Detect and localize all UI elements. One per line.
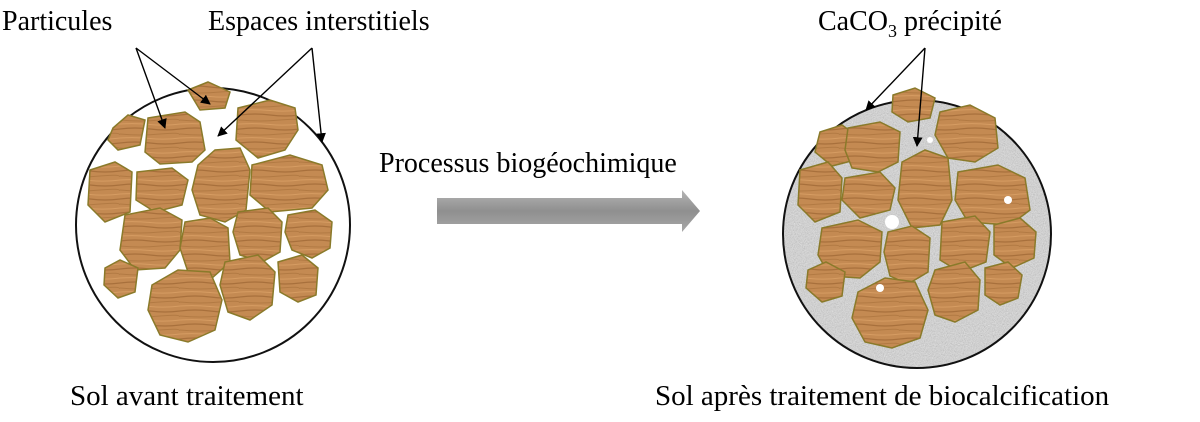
grain bbox=[284, 209, 333, 259]
grain bbox=[147, 269, 223, 343]
grain bbox=[191, 147, 251, 223]
grain bbox=[249, 154, 329, 213]
grain bbox=[934, 104, 999, 163]
caco3-label-subscript: 3 bbox=[888, 21, 897, 41]
grain bbox=[939, 215, 991, 273]
process-arrow bbox=[437, 190, 700, 232]
grain bbox=[144, 111, 206, 165]
caco3-arrow-1 bbox=[865, 47, 926, 111]
grain bbox=[103, 259, 139, 299]
grain bbox=[927, 261, 981, 323]
residual-pores bbox=[876, 137, 1012, 292]
caco3-label-prefix: CaCO bbox=[818, 6, 888, 37]
interstitial-spaces-label: Espaces interstitiels bbox=[208, 6, 430, 37]
particles-arrow-1 bbox=[135, 47, 167, 129]
soil-particles-before bbox=[87, 81, 333, 343]
grain bbox=[135, 167, 189, 213]
grain bbox=[87, 161, 133, 223]
grain bbox=[817, 219, 883, 279]
caco3-arrow-2 bbox=[912, 47, 926, 147]
pore bbox=[927, 137, 933, 143]
pore bbox=[885, 215, 899, 229]
particles-arrow-2 bbox=[135, 47, 211, 105]
pointer-arrows-left bbox=[135, 47, 326, 143]
grain bbox=[844, 121, 901, 173]
caco3-label: CaCO3 précipité bbox=[818, 6, 1002, 41]
grain bbox=[897, 149, 953, 229]
grain bbox=[891, 87, 936, 123]
grain bbox=[119, 207, 183, 271]
soil-before-panel bbox=[75, 81, 351, 363]
grain bbox=[993, 217, 1037, 269]
soil-particles-after bbox=[797, 87, 1037, 349]
soil-after-panel bbox=[782, 87, 1052, 369]
grain bbox=[107, 114, 146, 151]
pore bbox=[876, 284, 884, 292]
grain bbox=[851, 277, 929, 349]
grain bbox=[841, 171, 896, 219]
grain bbox=[805, 261, 846, 303]
before-caption: Sol avant traitement bbox=[70, 380, 304, 412]
spaces-arrow-1 bbox=[217, 47, 313, 137]
pore bbox=[1004, 196, 1012, 204]
grain bbox=[219, 254, 276, 321]
grain bbox=[179, 217, 231, 279]
grain bbox=[883, 225, 931, 285]
spaces-arrow-2 bbox=[311, 47, 326, 143]
grain bbox=[232, 207, 283, 263]
particles-label: Particules bbox=[2, 6, 112, 37]
process-label: Processus biogéochimique bbox=[379, 148, 677, 179]
pointer-arrows-right bbox=[865, 47, 926, 147]
grain bbox=[797, 161, 843, 223]
grain bbox=[235, 99, 299, 159]
after-caption: Sol après traitement de biocalcification bbox=[655, 380, 1110, 412]
grain bbox=[277, 254, 319, 303]
caco3-label-suffix: précipité bbox=[897, 6, 1002, 37]
grain bbox=[984, 261, 1023, 306]
